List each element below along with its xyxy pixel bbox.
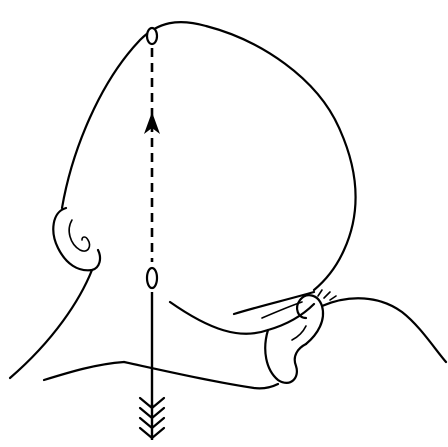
oval-marker-icon: [147, 28, 157, 44]
jaw-outline: [170, 302, 314, 334]
throat-outline: [124, 362, 278, 388]
neck-back-outline: [10, 270, 92, 378]
ear-outline: [53, 208, 100, 270]
fletched-arrow-tail-icon: [140, 398, 164, 440]
shoulder-front-outline: [322, 298, 446, 362]
ear-inner: [69, 220, 89, 251]
lip-line: [292, 326, 306, 340]
skull-outline: [62, 22, 356, 290]
oval-marker-icon: [147, 268, 157, 288]
eyelash-marks: [318, 290, 336, 300]
neck-front-outline: [44, 362, 124, 380]
brow-line: [234, 292, 314, 314]
chin-outline: [265, 330, 306, 383]
